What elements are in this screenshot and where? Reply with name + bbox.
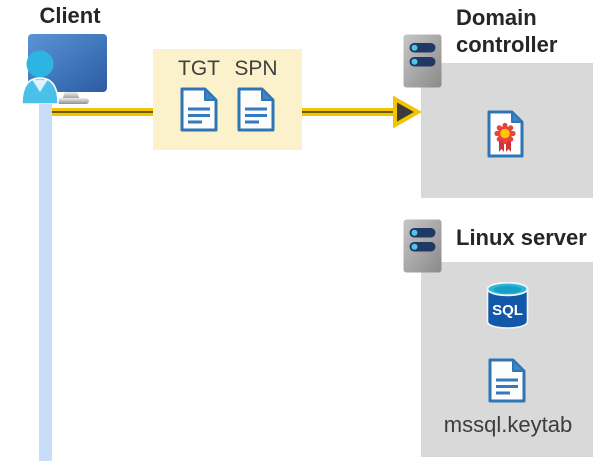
domain-controller-title: Domain controller — [456, 5, 558, 57]
sql-database-icon: SQL — [486, 282, 529, 329]
keytab-filename-label: mssql.keytab — [443, 412, 573, 437]
domain-controller-server-icon — [403, 34, 442, 88]
client-lifeline — [39, 93, 52, 461]
tgt-document-icon — [180, 87, 218, 132]
flow-arrow-head-icon — [392, 96, 422, 128]
certificate-icon — [487, 110, 524, 158]
tgt-label: TGT — [178, 57, 220, 80]
sql-icon-text: SQL — [492, 302, 523, 319]
client-user-monitor-icon — [17, 34, 108, 104]
client-title: Client — [39, 3, 101, 28]
spn-document-icon — [237, 87, 275, 132]
keytab-document-icon — [487, 358, 527, 403]
ticket-box — [153, 49, 302, 150]
spn-label: SPN — [234, 57, 278, 80]
linux-server-title: Linux server — [456, 225, 587, 250]
linux-server-icon — [403, 219, 442, 273]
